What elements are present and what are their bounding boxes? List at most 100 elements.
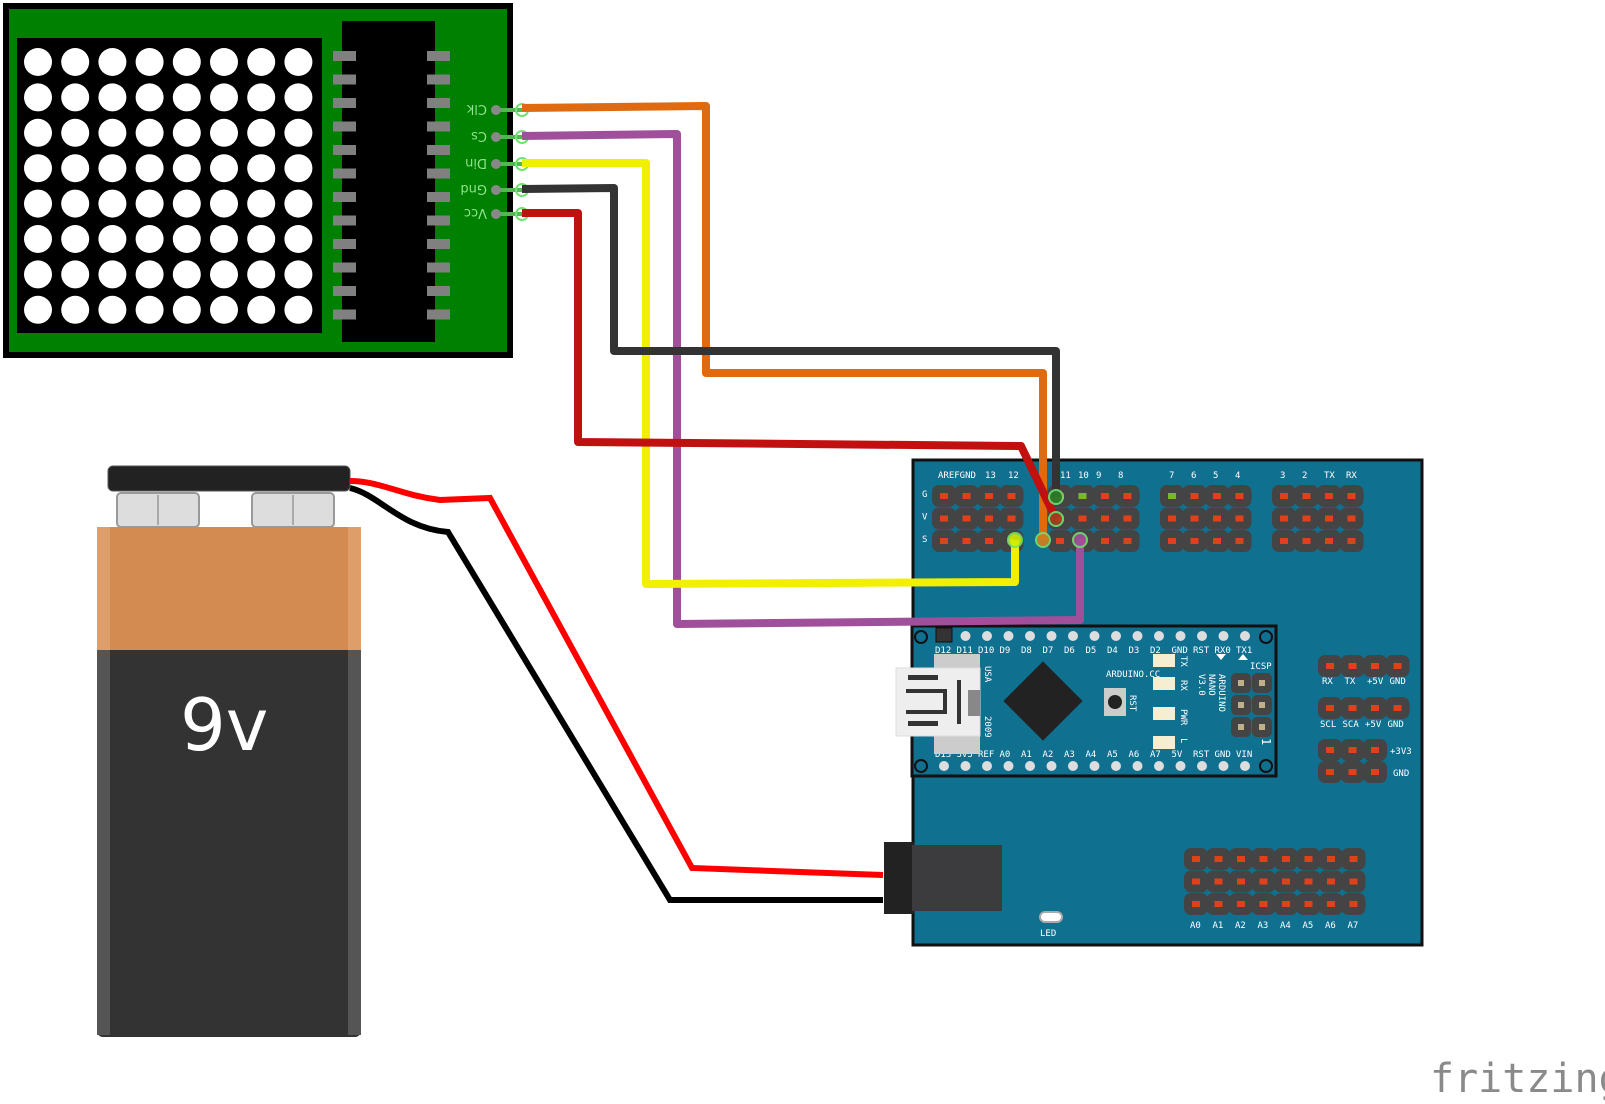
header-pin[interactable] — [985, 493, 993, 499]
nano-pin-top[interactable] — [1218, 631, 1229, 641]
header-pin[interactable] — [1371, 769, 1379, 775]
header-pin[interactable] — [1213, 515, 1221, 522]
pin-cs[interactable] — [491, 132, 501, 142]
battery-9v[interactable]: 9v — [97, 465, 361, 1037]
nano-pin-bottom[interactable] — [1240, 761, 1250, 771]
header-pin[interactable] — [1302, 493, 1311, 499]
header-pin[interactable] — [1348, 747, 1357, 753]
icsp-pin[interactable] — [1259, 724, 1265, 730]
nano-pin-bottom[interactable] — [1089, 761, 1100, 771]
header-pin[interactable] — [1192, 901, 1200, 907]
header-pin[interactable] — [1213, 538, 1221, 544]
header-pin[interactable] — [1235, 515, 1244, 522]
nano-pin-top[interactable] — [1175, 631, 1186, 641]
header-pin[interactable] — [985, 538, 993, 544]
header-pin[interactable] — [1078, 493, 1087, 499]
header-pin[interactable] — [1304, 856, 1313, 862]
header-pin[interactable] — [1123, 538, 1132, 544]
dc-jack[interactable] — [912, 845, 1002, 911]
header-pin[interactable] — [1123, 515, 1132, 522]
nano-pin-top[interactable] — [982, 631, 992, 641]
nano-pin-bottom[interactable] — [982, 761, 992, 771]
icsp-pin[interactable] — [1238, 702, 1244, 708]
header-pin[interactable] — [1259, 878, 1268, 885]
nano-pin-bottom[interactable] — [1046, 761, 1057, 771]
nano-pin-top[interactable] — [1111, 631, 1121, 641]
nano-pin-top[interactable] — [1240, 631, 1250, 641]
header-pin[interactable] — [1348, 663, 1357, 669]
nano-pin-top[interactable] — [1025, 631, 1035, 641]
icsp-pin[interactable] — [1238, 724, 1244, 730]
icsp-pin[interactable] — [1259, 702, 1265, 708]
header-pin[interactable] — [1349, 901, 1358, 907]
arduino-nano[interactable]: D12D13D113V3D10REFD9A0D8A1D7A2D6A3D5A4D4… — [895, 624, 1278, 778]
nano-pin-top[interactable] — [1154, 631, 1164, 641]
wire-endpoint[interactable] — [1072, 532, 1088, 548]
pin-vcc[interactable] — [491, 209, 501, 219]
wire-clk[interactable] — [521, 102, 1047, 540]
nano-pin-bottom[interactable] — [1175, 761, 1186, 771]
header-pin[interactable] — [1347, 538, 1356, 544]
nano-pin-bottom[interactable] — [1068, 761, 1078, 771]
header-pin[interactable] — [1280, 515, 1288, 522]
header-pin[interactable] — [1190, 538, 1199, 544]
header-pin[interactable] — [1326, 769, 1334, 775]
header-pin[interactable] — [1347, 493, 1356, 499]
nano-pin-top[interactable] — [1089, 631, 1100, 641]
header-pin[interactable] — [1168, 515, 1176, 522]
header-pin[interactable] — [1327, 901, 1335, 907]
header-pin[interactable] — [1349, 856, 1358, 862]
header-pin[interactable] — [1302, 515, 1311, 522]
nano-pin-top[interactable] — [1046, 631, 1057, 641]
header-pin[interactable] — [1101, 515, 1109, 522]
header-pin[interactable] — [1192, 856, 1200, 862]
header-pin[interactable] — [1168, 538, 1176, 544]
header-pin[interactable] — [1237, 856, 1245, 862]
wire-endpoint[interactable] — [1007, 532, 1023, 548]
header-pin[interactable] — [940, 538, 948, 544]
nano-pin-bottom[interactable] — [1197, 761, 1207, 771]
header-pin[interactable] — [1327, 878, 1335, 885]
pin-clk[interactable] — [491, 105, 501, 115]
header-pin[interactable] — [940, 493, 948, 499]
wire-battery-negative[interactable] — [349, 485, 883, 903]
nano-pin-bottom[interactable] — [1003, 761, 1014, 771]
header-pin[interactable] — [1007, 515, 1016, 522]
nano-pin-top[interactable] — [1068, 631, 1078, 641]
header-pin[interactable] — [1190, 515, 1199, 522]
header-pin[interactable] — [1214, 856, 1223, 862]
header-pin[interactable] — [1282, 901, 1290, 907]
header-pin[interactable] — [1214, 878, 1223, 885]
nano-pin-bottom[interactable] — [1025, 761, 1035, 771]
header-pin[interactable] — [1168, 493, 1176, 499]
wire-endpoint[interactable] — [1048, 511, 1064, 527]
wire-gnd[interactable] — [521, 184, 1060, 497]
header-pin[interactable] — [1348, 705, 1357, 711]
header-pin[interactable] — [1282, 856, 1290, 862]
header-pin[interactable] — [1280, 493, 1288, 499]
nano-pin-top[interactable] — [1132, 631, 1143, 641]
header-pin[interactable] — [962, 493, 971, 499]
header-pin[interactable] — [1280, 538, 1288, 544]
header-pin[interactable] — [1007, 493, 1016, 499]
nano-pin-bottom[interactable] — [1218, 761, 1229, 771]
icsp-pin[interactable] — [1238, 680, 1244, 686]
header-pin[interactable] — [1325, 493, 1333, 499]
header-pin[interactable] — [1213, 493, 1221, 499]
icsp-pin[interactable] — [1259, 680, 1265, 686]
pin-din[interactable] — [491, 159, 501, 169]
header-pin[interactable] — [1056, 538, 1064, 544]
reset-button-cap[interactable] — [1108, 695, 1122, 709]
wire-endpoint[interactable] — [1035, 532, 1051, 548]
header-pin[interactable] — [1326, 705, 1334, 711]
header-pin[interactable] — [1302, 538, 1311, 544]
header-pin[interactable] — [940, 515, 948, 522]
header-pin[interactable] — [1282, 878, 1290, 885]
header-pin[interactable] — [1190, 493, 1199, 499]
header-pin[interactable] — [1237, 901, 1245, 907]
header-pin[interactable] — [1078, 515, 1087, 522]
header-pin[interactable] — [1259, 856, 1268, 862]
header-pin[interactable] — [1259, 901, 1268, 907]
header-pin[interactable] — [1371, 705, 1379, 711]
